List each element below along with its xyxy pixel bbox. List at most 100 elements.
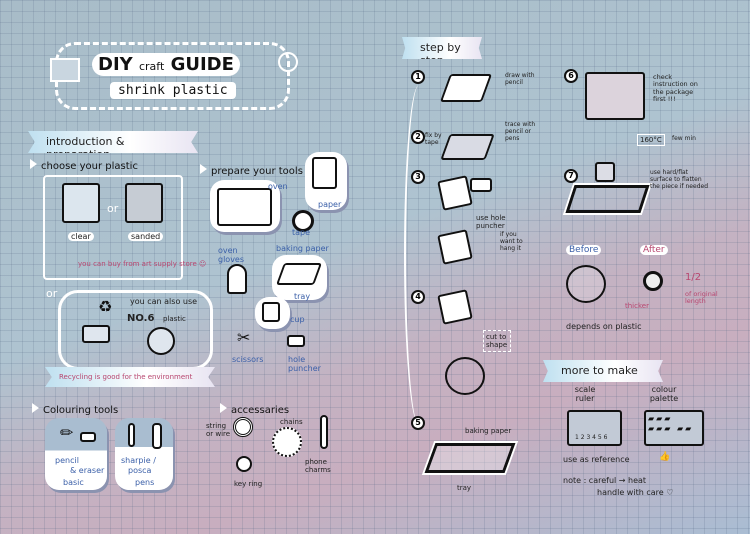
step-2-side: fix by tape bbox=[425, 132, 442, 146]
clear-label: clear bbox=[68, 232, 94, 242]
flow-arrow bbox=[404, 85, 434, 425]
step-4-smiley-icon bbox=[445, 357, 485, 395]
oven-icon bbox=[217, 188, 272, 226]
colouring-heading: Colouring tools bbox=[32, 403, 118, 416]
buy-note: you can buy from art supply store ☺ bbox=[78, 260, 207, 268]
tool-oven: oven bbox=[268, 182, 288, 191]
subtitle: shrink plastic bbox=[110, 82, 236, 99]
posca-icon bbox=[152, 423, 162, 449]
colouring-card1-line2: & eraser bbox=[70, 466, 105, 475]
paper-icon bbox=[312, 157, 337, 189]
magnifier-icon bbox=[278, 52, 298, 72]
title-craft: craft bbox=[138, 60, 165, 73]
phone-charm-icon bbox=[320, 415, 328, 449]
tool-tape: tape bbox=[292, 228, 311, 237]
intro-banner: introduction & preparation bbox=[28, 131, 198, 153]
more-to-make-banner: more to make ... bbox=[543, 360, 663, 382]
choose-box bbox=[43, 175, 183, 280]
sharpie-icon bbox=[128, 423, 135, 447]
step-6-temp: 160°C bbox=[637, 134, 665, 147]
pencil-icon: ✏ bbox=[60, 423, 74, 442]
colouring-card1-line1: pencil bbox=[55, 456, 79, 465]
step-1-paper-icon bbox=[439, 74, 493, 102]
or-label: or bbox=[107, 202, 119, 215]
step-5-number: 5 bbox=[411, 416, 425, 430]
step-5-tray-icon bbox=[424, 443, 516, 473]
colouring-card2-line1: sharpie / bbox=[121, 456, 156, 465]
sanded-plastic-icon bbox=[125, 183, 163, 223]
key-ring-icon bbox=[236, 456, 252, 472]
title-guide: GUIDE bbox=[170, 54, 234, 75]
recycling-banner: Recycling is good for the environment bbox=[45, 367, 215, 387]
scissors-icon: ✂ bbox=[237, 328, 251, 347]
step-2-text: trace with pencil or pens bbox=[505, 121, 536, 142]
string-spool-icon bbox=[233, 417, 253, 437]
step-6-text: check instruction on the package first !… bbox=[653, 73, 698, 104]
tray-icon bbox=[275, 263, 323, 285]
colour-palette-icon: ▰▰▰ ▰▰▰ ▰▰ bbox=[644, 410, 704, 446]
tape-icon bbox=[292, 210, 314, 232]
accessory-chains: chains bbox=[280, 418, 303, 426]
pens-card bbox=[115, 418, 173, 490]
accessory-phone-charms: phone charms bbox=[305, 458, 331, 475]
step-4-cutting-icon bbox=[437, 289, 473, 325]
tool-hole-puncher: hole puncher bbox=[288, 355, 321, 374]
tool-cup: cup bbox=[290, 315, 305, 324]
step-4-number: 4 bbox=[411, 290, 425, 304]
container-icon bbox=[82, 325, 110, 343]
tools-heading: prepare your tools bbox=[200, 164, 303, 177]
step-5-label: tray bbox=[457, 484, 472, 492]
step-3-number: 3 bbox=[411, 170, 425, 184]
step-4-text: cut to shape bbox=[483, 330, 511, 353]
colouring-card2-line2: posca bbox=[128, 466, 152, 475]
step-1-number: 1 bbox=[411, 70, 425, 84]
after-label: After bbox=[640, 245, 668, 256]
tool-paper: paper bbox=[318, 200, 342, 209]
pencil-eraser-card bbox=[45, 418, 107, 490]
step-7-number: 7 bbox=[564, 169, 578, 183]
accessory-key-ring: key ring bbox=[234, 480, 263, 488]
recycle-icon: ♻ bbox=[98, 297, 113, 316]
thicker-label: thicker bbox=[625, 302, 649, 310]
step-7-board-icon bbox=[565, 185, 650, 213]
chain-icon bbox=[272, 427, 302, 457]
ratio: 1/2 bbox=[685, 272, 702, 283]
step-2-number: 2 bbox=[411, 130, 425, 144]
cup-icon bbox=[262, 302, 280, 322]
handle-note: handle with care ♡ bbox=[597, 488, 674, 497]
step-5-text: baking paper bbox=[465, 427, 512, 435]
before-smiley-icon bbox=[566, 265, 606, 303]
step-3-note: if you want to hang it bbox=[500, 231, 523, 252]
step-3-piece-icon bbox=[437, 175, 473, 211]
step-7-text: use hard/flat surface to flatten the pie… bbox=[650, 169, 708, 190]
step-7-cup-icon bbox=[595, 162, 615, 182]
scale-ruler-icon: 1 2 3 4 5 6 bbox=[567, 410, 622, 446]
heat-note: note : careful → heat bbox=[563, 476, 647, 485]
step-3-hanging-piece-icon bbox=[437, 229, 473, 265]
sanded-label: sanded bbox=[128, 232, 164, 242]
accessories-heading: accessaries bbox=[220, 403, 289, 416]
step-6-time: few min bbox=[672, 135, 696, 142]
step-3-text: use hole puncher bbox=[476, 214, 506, 231]
no6-label: NO.6 bbox=[127, 313, 155, 324]
colouring-card2-line3: pens bbox=[135, 478, 155, 487]
step-3-puncher-icon bbox=[470, 178, 492, 192]
step-6-number: 6 bbox=[564, 69, 578, 83]
scale-ruler-label: scale ruler bbox=[574, 385, 596, 404]
colouring-card1-line3: basic bbox=[63, 478, 84, 487]
hole-puncher-icon bbox=[287, 335, 305, 347]
tool-oven-gloves: oven gloves bbox=[218, 246, 245, 265]
or-alt-label: or bbox=[46, 287, 58, 300]
step-2-paper-icon bbox=[440, 134, 495, 160]
eraser-icon bbox=[80, 432, 96, 442]
colour-palette-label: colour palette bbox=[649, 385, 679, 404]
ratio-note: of original length bbox=[685, 290, 718, 306]
step-1-text: draw with pencil bbox=[505, 72, 535, 86]
clear-plastic-icon bbox=[62, 183, 100, 223]
after-smiley-icon bbox=[643, 271, 663, 291]
title-diy: DIY bbox=[98, 54, 133, 75]
footnote: depends on plastic bbox=[566, 322, 642, 331]
accessory-string: string or wire bbox=[206, 422, 231, 439]
thumbs-up-icon: 👍 bbox=[659, 452, 671, 462]
tool-baking-paper: baking paper bbox=[276, 244, 329, 253]
